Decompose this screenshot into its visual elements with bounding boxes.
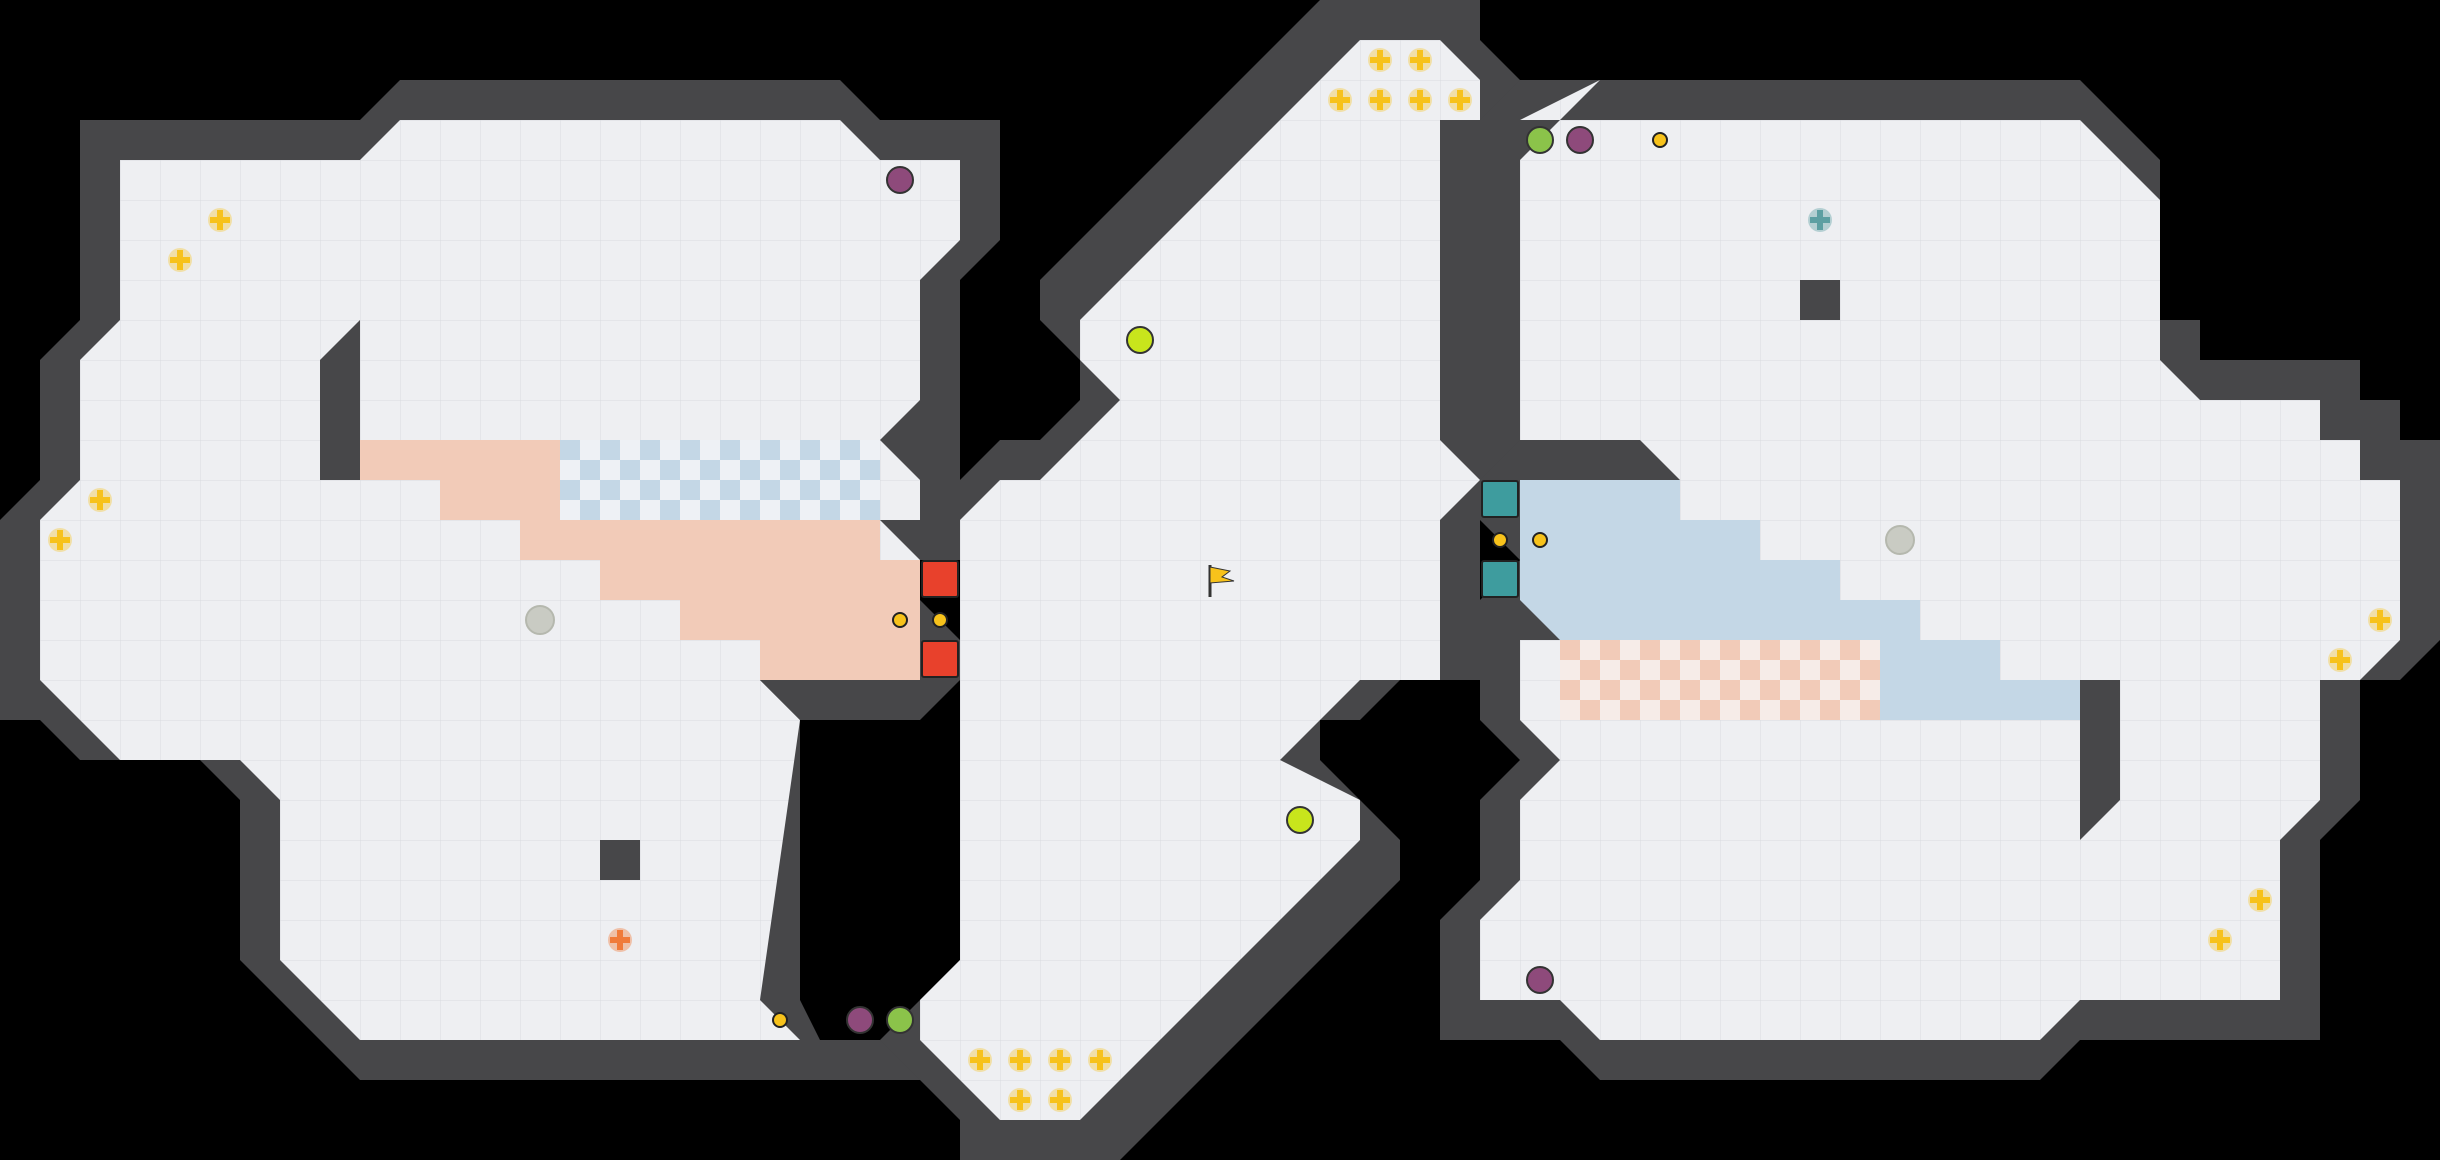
powerups bbox=[1126, 326, 1314, 834]
boost-icon[interactable] bbox=[1328, 88, 1352, 112]
bomb-icon[interactable] bbox=[886, 166, 914, 194]
left-room bbox=[0, 80, 1000, 1080]
red-zone-tile bbox=[520, 520, 880, 560]
blue-zone-tile bbox=[1880, 680, 2080, 720]
left-wall-spike bbox=[320, 320, 360, 480]
boost-icon[interactable] bbox=[88, 488, 112, 512]
boost-icon[interactable] bbox=[48, 528, 72, 552]
red-zone-tile bbox=[760, 640, 920, 680]
boost-icon[interactable] bbox=[2368, 608, 2392, 632]
left-wall-ledge bbox=[760, 680, 960, 720]
bombs bbox=[846, 126, 1594, 1034]
red-zone-tile bbox=[600, 560, 920, 600]
boosts bbox=[48, 48, 2392, 1112]
blue-zone-tile bbox=[1520, 600, 1920, 640]
right-room-floor bbox=[1480, 80, 2400, 1040]
blue-zone-tile bbox=[1520, 560, 1840, 600]
boost-icon[interactable] bbox=[1408, 88, 1432, 112]
portal-icon[interactable] bbox=[1885, 525, 1915, 555]
interior-walls bbox=[320, 280, 2120, 880]
blue-gate-icon[interactable] bbox=[1481, 480, 1519, 518]
red-zone bbox=[360, 440, 920, 680]
center-wall-ledge bbox=[1480, 440, 1680, 480]
boost-icon[interactable] bbox=[2248, 888, 2272, 912]
boost-icon[interactable] bbox=[1088, 1048, 1112, 1072]
button-icon[interactable] bbox=[892, 612, 908, 628]
left-room-floor bbox=[40, 120, 960, 1040]
teal-boost-icon[interactable] bbox=[1808, 208, 1832, 232]
red-zone-tile bbox=[360, 440, 560, 480]
boost-icon[interactable] bbox=[2328, 648, 2352, 672]
button-icon[interactable] bbox=[772, 1012, 788, 1028]
right-block bbox=[1800, 280, 1840, 320]
green-buttons bbox=[886, 126, 1554, 1034]
boost-icon[interactable] bbox=[1048, 1048, 1072, 1072]
boost-icon[interactable] bbox=[1368, 88, 1392, 112]
blue-zone-tile bbox=[1520, 480, 1680, 520]
bomb-icon[interactable] bbox=[1566, 126, 1594, 154]
gate-icon[interactable] bbox=[1526, 126, 1554, 154]
blue-zone-tile bbox=[1520, 520, 1760, 560]
small-buttons bbox=[772, 132, 1668, 1028]
bomb-icon[interactable] bbox=[1526, 966, 1554, 994]
flag-icon[interactable] bbox=[1208, 565, 1235, 597]
red-boost-icon[interactable] bbox=[608, 928, 632, 952]
boost-icon[interactable] bbox=[2208, 928, 2232, 952]
bomb-icon[interactable] bbox=[846, 1006, 874, 1034]
red-gate-icon[interactable] bbox=[921, 640, 959, 678]
powerup-icon[interactable] bbox=[1286, 806, 1314, 834]
boost-icon[interactable] bbox=[168, 248, 192, 272]
blue-gates bbox=[1481, 480, 1548, 598]
boost-icon[interactable] bbox=[1008, 1088, 1032, 1112]
powerup-icon[interactable] bbox=[1126, 326, 1154, 354]
portals bbox=[525, 525, 1915, 635]
button-icon[interactable] bbox=[1652, 132, 1668, 148]
center-room bbox=[880, 0, 1600, 1160]
blue-check-zone bbox=[560, 440, 880, 520]
boost-icon[interactable] bbox=[1448, 88, 1472, 112]
boost-icon[interactable] bbox=[1008, 1048, 1032, 1072]
gate-icon[interactable] bbox=[886, 1006, 914, 1034]
center-right-step bbox=[1480, 600, 1560, 680]
boost-icon[interactable] bbox=[1368, 48, 1392, 72]
boost-icon[interactable] bbox=[208, 208, 232, 232]
blue-gate-icon[interactable] bbox=[1481, 560, 1519, 598]
boost-icon[interactable] bbox=[1408, 48, 1432, 72]
red-gates bbox=[892, 560, 959, 678]
blue-zone bbox=[1520, 480, 2080, 720]
button-icon[interactable] bbox=[1492, 532, 1508, 548]
red-gate-icon[interactable] bbox=[921, 560, 959, 598]
center-room-floor bbox=[920, 40, 1480, 1120]
button-icon[interactable] bbox=[932, 612, 948, 628]
red-check-zone bbox=[1560, 640, 1880, 720]
boost-icon[interactable] bbox=[968, 1048, 992, 1072]
right-wall-spike bbox=[2080, 680, 2120, 840]
red-zone-tile bbox=[680, 600, 920, 640]
right-room bbox=[1440, 80, 2440, 1080]
left-block bbox=[600, 840, 640, 880]
button-icon[interactable] bbox=[1532, 532, 1548, 548]
portal-icon[interactable] bbox=[525, 605, 555, 635]
boost-icon[interactable] bbox=[1048, 1088, 1072, 1112]
